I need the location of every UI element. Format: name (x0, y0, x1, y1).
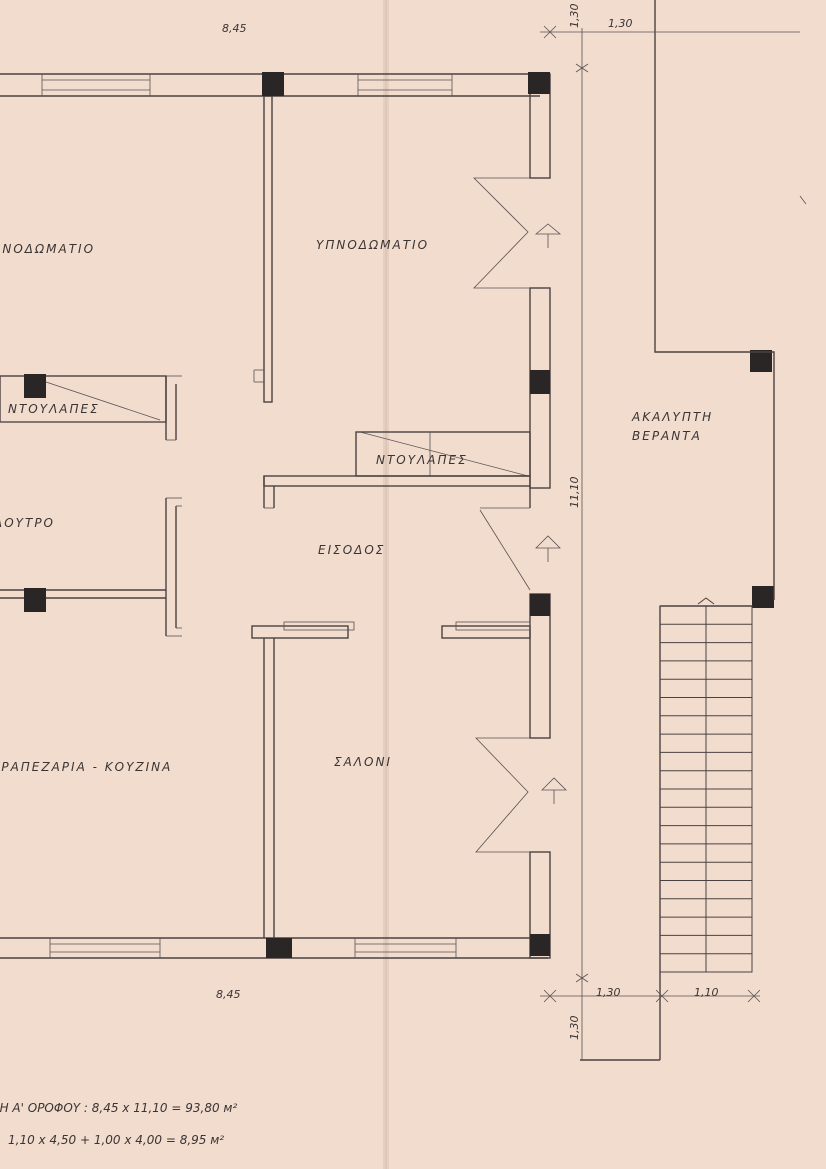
room-label-bathroom: ΛΟΥΤΡΟ (0, 516, 55, 530)
staircase (659, 597, 753, 973)
dimension-width-top: 8,45 (222, 22, 247, 35)
dimension-stair-width: 1,10 (694, 986, 719, 999)
stair-treads (660, 623, 752, 973)
right-exterior-wall (473, 73, 551, 959)
room-label-terrace-line1: ΑΚΑΛΥΠΤΗ (631, 410, 713, 424)
dimension-width-bottom: 8,45 (216, 988, 241, 1001)
dimension-lines (540, 25, 807, 1060)
room-label-dining-kitchen: ΤΡΑΠΕΖΑΡΙΑ - ΚΟΥΖΙΝΑ (0, 760, 172, 774)
room-label-bedroom-left: ΥΠΝΟΔΩΜΑΤΙΟ (0, 242, 95, 256)
terrace-area-note: 1,10 x 4,50 + 1,00 x 4,00 = 8,95 м² (8, 1133, 224, 1147)
dimension-terrace-bottom-width: 1,30 (596, 986, 621, 999)
area-note: ΣΗ Α' ΟΡΟΦΟΥ : 8,45 x 11,10 = 93,80 м² (0, 1101, 237, 1115)
interior-walls (0, 95, 531, 938)
dimension-depth: 11,10 (568, 477, 581, 509)
room-label-entrance: ΕΙΣΟΔΟΣ (318, 543, 385, 557)
dimension-offset-bottom: 1,30 (568, 1016, 581, 1041)
terrace-outline (580, 0, 775, 1061)
door-arrow-icons (534, 223, 567, 804)
room-label-wardrobes-left: ΝΤΟΥΛΑΠΕΣ (8, 402, 100, 416)
room-label-terrace-line2: ΒΕΡΑΝΤΑ (632, 429, 702, 443)
structural-columns (24, 72, 774, 958)
room-label-wardrobes-right: ΝΤΟΥΛΑΠΕΣ (376, 453, 468, 467)
dimension-offset-top: 1,30 (568, 4, 581, 29)
room-label-living-room: ΣΑΛΟΝΙ (334, 755, 392, 769)
dimension-terrace-top-width: 1,30 (608, 17, 633, 30)
room-label-bedroom-right: ΥΠΝΟΔΩΜΑΤΙΟ (316, 238, 429, 252)
